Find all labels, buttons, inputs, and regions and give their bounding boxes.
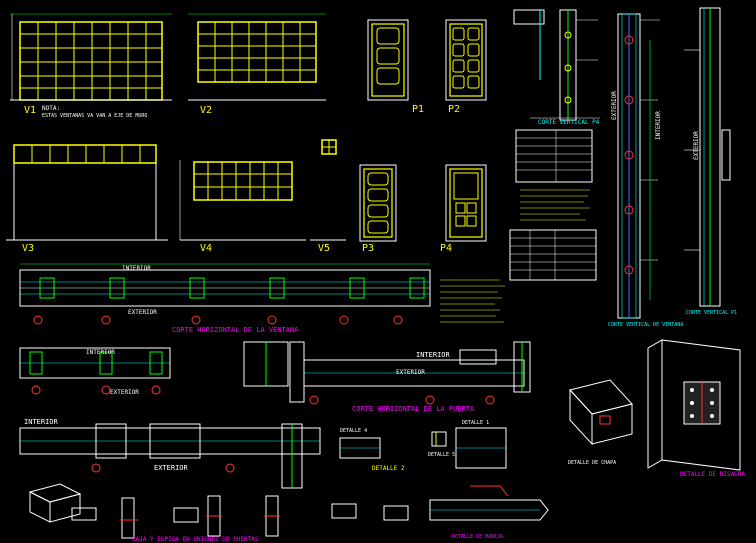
section-p1-vertical xyxy=(684,7,731,307)
label-interior-door-center: INTERIOR xyxy=(416,351,451,359)
section-door-horizontal-center xyxy=(243,341,531,405)
label-detalle-manija: DETALLE DE MANIJA xyxy=(452,534,503,540)
section-p4-vertical xyxy=(513,9,600,121)
label-detalle-4: DETALLE 4 xyxy=(340,428,367,434)
section-door-horizontal-lower xyxy=(19,423,321,489)
detail-1 xyxy=(455,427,507,469)
label-detalle-5: DETALLE 5 xyxy=(428,452,455,458)
label-v5: V5 xyxy=(318,243,330,254)
label-interior-window: INTERIOR xyxy=(122,265,151,272)
label-detalle-2: DETALLE 2 xyxy=(372,465,405,472)
label-interior-vertical: INTERIOR xyxy=(655,111,662,140)
detail-handle xyxy=(429,485,549,521)
notes-block xyxy=(440,279,505,323)
window-v2-elevation xyxy=(188,13,326,101)
label-corte-vertical-p4: CORTE VERTICAL P4 xyxy=(538,119,600,126)
schedule-table xyxy=(509,129,597,281)
detail-joints xyxy=(28,483,409,539)
label-detalle-chapa: DETALLE DE CHAPA xyxy=(568,460,616,466)
label-p3: P3 xyxy=(362,243,374,254)
label-v1: V1 xyxy=(24,105,36,116)
door-p2-elevation xyxy=(445,19,487,101)
label-exterior-vertical-p1: EXTERIOR xyxy=(693,131,700,160)
window-v5-elevation xyxy=(310,139,346,241)
label-detalle-1: DETALLE 1 xyxy=(462,420,489,426)
section-door-horizontal-left xyxy=(19,347,171,395)
label-corte-horizontal-puerta: CORTE HORIZONTAL DE LA PUERTA xyxy=(352,405,475,413)
label-corte-horizontal-ventana: CORTE HORIZONTAL DE LA VENTANA xyxy=(172,326,299,334)
label-detalle-bisagra: DETALLE DE BISAGRA xyxy=(680,471,745,478)
label-p4: P4 xyxy=(440,243,452,254)
label-p1: P1 xyxy=(412,104,424,115)
label-exterior-vertical: EXTERIOR xyxy=(611,91,618,120)
label-corte-vertical-p1: CORTE VERTICAL P1 xyxy=(686,310,737,316)
label-p2: P2 xyxy=(448,104,460,115)
window-v3-elevation xyxy=(6,144,168,241)
window-v1-elevation xyxy=(10,13,172,101)
door-p3-elevation xyxy=(359,164,397,242)
label-exterior-door-left: EXTERIOR xyxy=(110,389,139,396)
label-nota: NOTA: xyxy=(42,105,60,112)
label-v4: V4 xyxy=(200,243,212,254)
label-corte-vertical-ventana: CORTE VERTICAL DE VENTANA xyxy=(608,322,683,328)
label-nota-text: ESTAS VENTANAS VA VAN A EJE DE MURO xyxy=(42,113,147,119)
labels-layer: V1 NOTA: ESTAS VENTANAS VA VAN A EJE DE … xyxy=(22,91,745,543)
label-interior-door-left: INTERIOR xyxy=(86,349,115,356)
label-exterior-door-center: EXTERIOR xyxy=(396,369,425,376)
window-v4-elevation xyxy=(179,160,306,241)
door-p4-elevation xyxy=(445,164,487,242)
detail-5 xyxy=(431,431,447,447)
label-v3: V3 xyxy=(22,243,34,254)
label-caja-espiga: CAJA Y ESPIGA EN UNIONES DE PUERTAS xyxy=(132,536,259,543)
label-interior-lower: INTERIOR xyxy=(24,418,59,426)
label-exterior-lower: EXTERIOR xyxy=(154,464,189,472)
detail-hinge xyxy=(647,339,741,471)
section-window-vertical xyxy=(617,13,660,319)
detail-lock xyxy=(569,379,633,446)
door-p1-elevation xyxy=(367,19,409,101)
detail-4 xyxy=(339,437,381,459)
label-v2: V2 xyxy=(200,105,212,116)
label-exterior-window: EXTERIOR xyxy=(128,309,157,316)
section-window-horizontal xyxy=(19,263,431,325)
